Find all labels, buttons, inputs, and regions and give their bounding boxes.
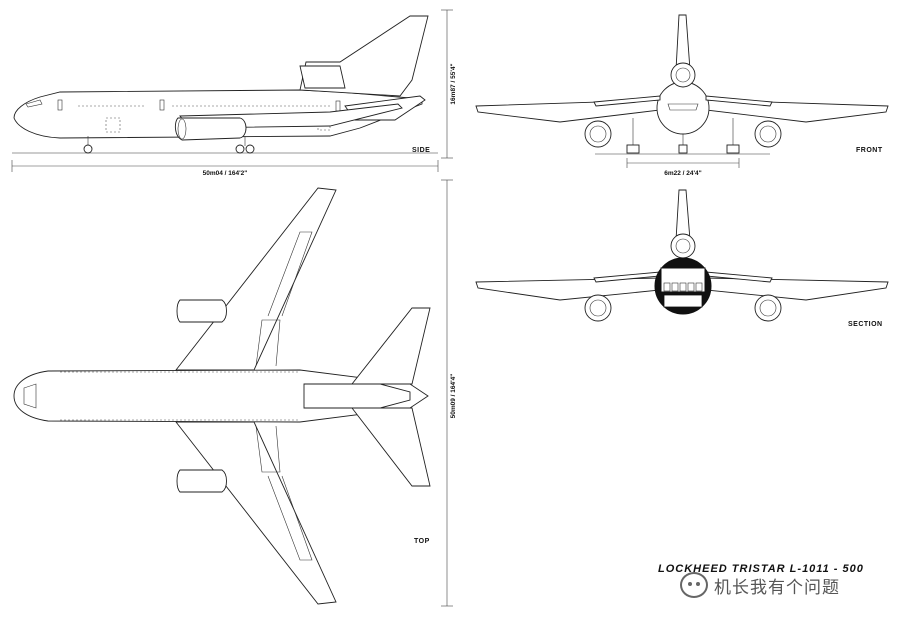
wechat-icon [680, 572, 708, 598]
front-landing-gear [626, 118, 740, 154]
track-value: 6m22 / 24'4" [664, 170, 702, 177]
front-view-label: FRONT [856, 147, 883, 154]
cabin-seats [663, 282, 703, 292]
flap-lines [255, 231, 313, 561]
section-view-label: SECTION [848, 321, 883, 328]
section-view: SECTION [475, 189, 889, 328]
height-value: 16m87 / 55'4" [450, 63, 457, 104]
front-view: FRONT [475, 14, 889, 155]
height-dimension: 16m87 / 55'4" [441, 9, 457, 159]
aircraft-title: LOCKHEED TRISTAR L-1011 - 500 [658, 563, 864, 575]
watermark-text: 机长我有个问题 [714, 578, 840, 598]
top-length-dimension: 50m09 / 164'4" [441, 179, 457, 607]
top-view: TOP [13, 187, 431, 605]
length-top-value: 50m09 / 164'4" [450, 374, 457, 419]
top-view-label: TOP [414, 538, 430, 545]
length-side-value: 50m04 / 164'2" [203, 170, 248, 177]
side-view: SIDE [12, 15, 438, 154]
side-landing-gear [83, 136, 255, 154]
track-dimension: 6m22 / 24'4" [626, 158, 740, 177]
side-view-label: SIDE [412, 147, 430, 154]
side-length-dimension: 50m04 / 164'2" [11, 160, 439, 177]
